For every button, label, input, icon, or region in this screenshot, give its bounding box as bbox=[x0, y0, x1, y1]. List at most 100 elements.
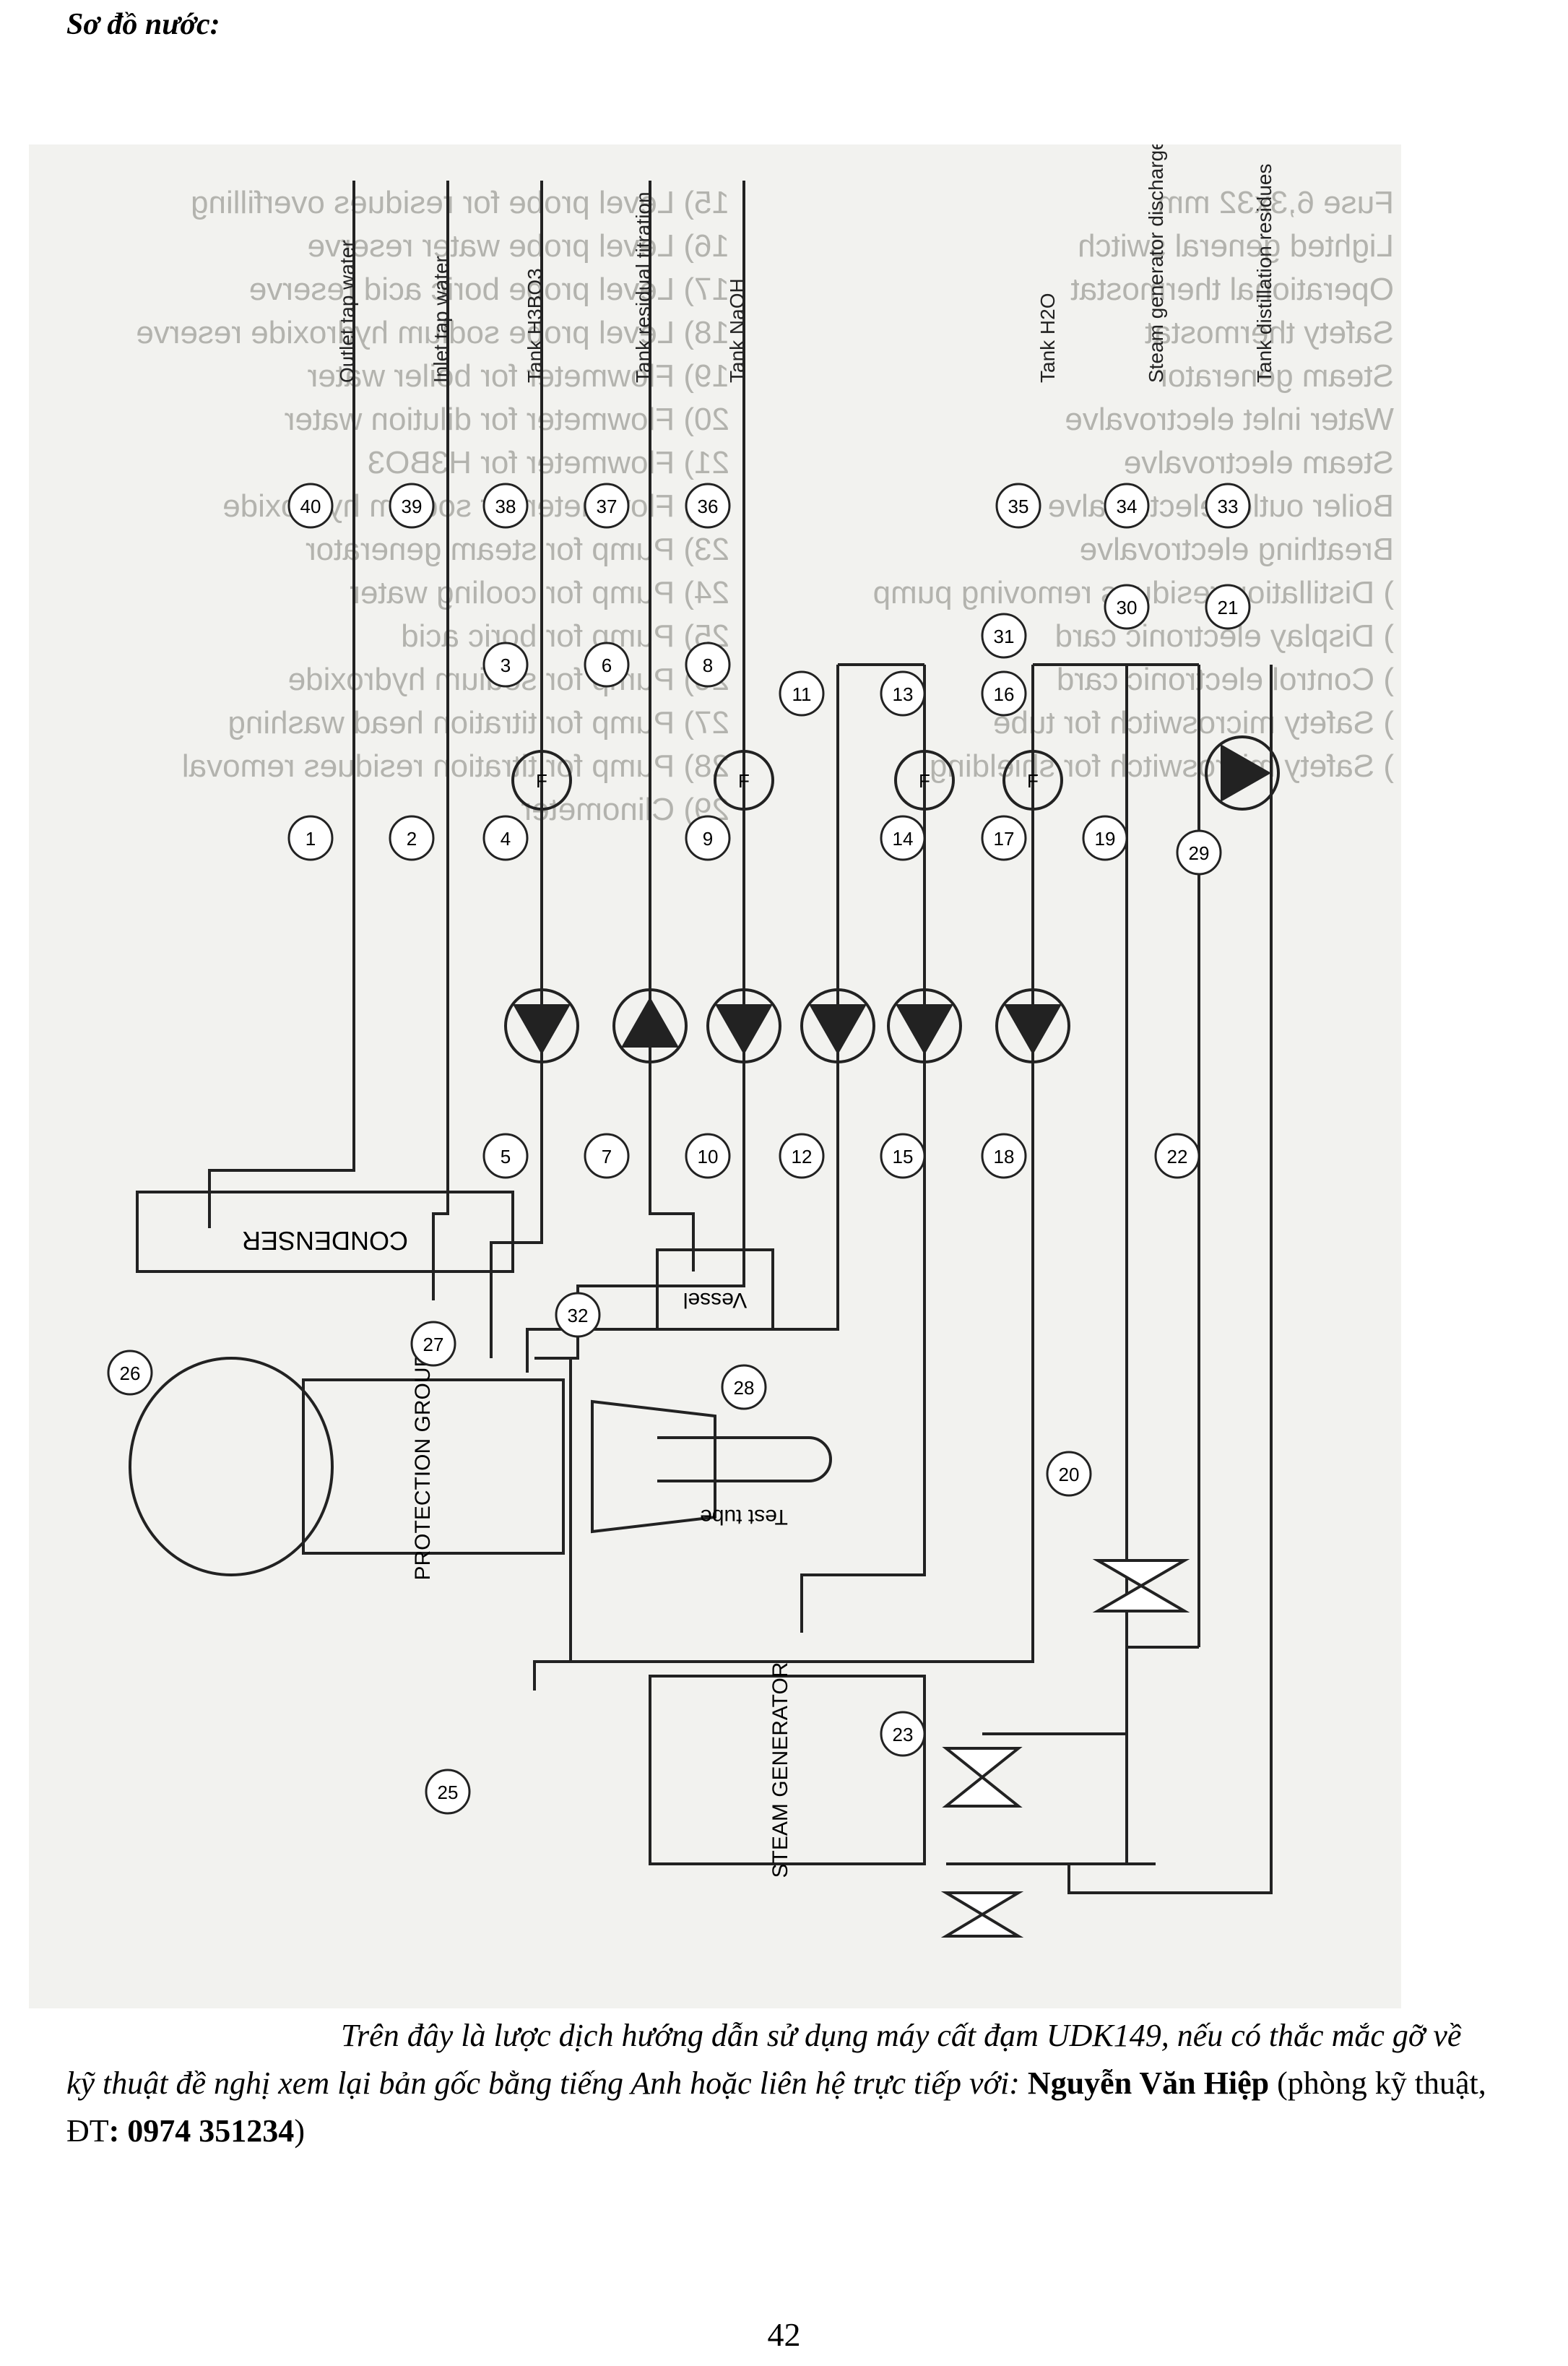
bg-list-item: 27) Pump for titration head washing bbox=[228, 705, 729, 741]
svg-text:33: 33 bbox=[1218, 496, 1239, 517]
callout-35: 35 bbox=[995, 483, 1041, 529]
bg-list-item: 20) Flowmeter for dilution water bbox=[285, 402, 729, 437]
callout-1: 1 bbox=[287, 815, 334, 861]
svg-text:18: 18 bbox=[994, 1146, 1015, 1167]
svg-text:31: 31 bbox=[994, 626, 1015, 647]
callout-numbers: 40 39 38 37 36 35 34 33 3 6 8 11 13 16 3… bbox=[107, 483, 1251, 1815]
callout-39: 39 bbox=[389, 483, 435, 529]
callout-2: 2 bbox=[389, 815, 435, 861]
bg-list-item: ) Safety microswitch for shielding bbox=[930, 748, 1394, 784]
bg-list-item: 15) Level probe for residues overfilling bbox=[191, 185, 729, 220]
caption-paragraph: Trên đây là lược dịch hướng dẫn sử dụng … bbox=[66, 2012, 1496, 2155]
tank-label: Tank H2O bbox=[1036, 293, 1059, 384]
svg-text:22: 22 bbox=[1167, 1146, 1188, 1167]
svg-text:CONDENSER: CONDENSER bbox=[242, 1226, 408, 1256]
callout-34: 34 bbox=[1104, 483, 1150, 529]
callout-5: 5 bbox=[482, 1133, 529, 1179]
svg-text:20: 20 bbox=[1059, 1464, 1080, 1485]
svg-text:37: 37 bbox=[597, 496, 618, 517]
callout-28: 28 bbox=[721, 1364, 767, 1410]
tank-label: Tank residual titration bbox=[632, 191, 654, 383]
svg-text:Test tube: Test tube bbox=[700, 1505, 788, 1529]
tank-label: Tank distillation residues bbox=[1253, 164, 1275, 384]
svg-text:26: 26 bbox=[120, 1363, 141, 1384]
svg-text:32: 32 bbox=[568, 1305, 589, 1326]
svg-text:29: 29 bbox=[1189, 842, 1210, 864]
bg-list-item: 21) Flowmeter for H3BO3 bbox=[368, 445, 729, 480]
svg-text:19: 19 bbox=[1095, 828, 1116, 850]
caption-end: ) bbox=[294, 2113, 305, 2149]
flowmeters: F F F F bbox=[511, 750, 1063, 811]
bg-list-item: 17) Level probe boric acid reserve bbox=[249, 272, 729, 307]
callout-3: 3 bbox=[482, 642, 529, 688]
distillation-flask bbox=[129, 1357, 334, 1576]
background-list: 15) Level probe for residues overfilling… bbox=[136, 185, 1394, 827]
svg-text:4: 4 bbox=[501, 828, 511, 850]
page-heading: Sơ đồ nước: bbox=[66, 8, 220, 41]
callout-20: 20 bbox=[1046, 1451, 1092, 1497]
svg-text:F: F bbox=[1027, 770, 1039, 792]
svg-text:11: 11 bbox=[792, 683, 812, 705]
pipes bbox=[208, 181, 1273, 1894]
bg-list-item: Lighted general switch bbox=[1078, 228, 1394, 264]
bg-list-item: 28) Pump for titration residues removal bbox=[182, 748, 729, 784]
svg-text:25: 25 bbox=[438, 1782, 459, 1803]
svg-text:STEAM GENERATOR: STEAM GENERATOR bbox=[768, 1662, 792, 1878]
tank-label: Tank NaOH bbox=[726, 278, 748, 383]
page-number: 42 bbox=[767, 2316, 801, 2353]
callout-12: 12 bbox=[779, 1133, 825, 1179]
valves bbox=[940, 1559, 1190, 1938]
callout-17: 17 bbox=[981, 815, 1027, 861]
bg-list-item: Steam electrovalve bbox=[1124, 445, 1394, 480]
svg-text:34: 34 bbox=[1117, 496, 1138, 517]
callout-21: 21 bbox=[1205, 584, 1251, 630]
bg-list-item: Fuse 6,3x32 mm bbox=[1157, 185, 1394, 220]
caption-text: Trên đây là lược dịch hướng dẫn sử dụng … bbox=[66, 2018, 1462, 2101]
callout-18: 18 bbox=[981, 1133, 1027, 1179]
svg-text:PROTECTION GROUP: PROTECTION GROUP bbox=[411, 1352, 435, 1580]
tank-label: Inlet tap water bbox=[430, 256, 452, 383]
callout-37: 37 bbox=[584, 483, 630, 529]
steam-generator: STEAM GENERATOR bbox=[649, 1662, 926, 1878]
callout-13: 13 bbox=[880, 670, 926, 717]
bg-list-item: Breathing electrovalve bbox=[1080, 532, 1394, 567]
svg-text:27: 27 bbox=[423, 1334, 444, 1355]
svg-text:13: 13 bbox=[893, 683, 914, 705]
callout-10: 10 bbox=[685, 1133, 731, 1179]
callout-11: 11 bbox=[779, 670, 825, 717]
svg-text:16: 16 bbox=[994, 683, 1015, 705]
contact-name: Nguyễn Văn Hiệp bbox=[1027, 2065, 1270, 2101]
svg-text:14: 14 bbox=[893, 828, 914, 850]
svg-text:F: F bbox=[536, 770, 547, 792]
svg-text:10: 10 bbox=[698, 1146, 719, 1167]
svg-text:3: 3 bbox=[501, 655, 511, 676]
callout-23: 23 bbox=[880, 1711, 926, 1757]
svg-text:40: 40 bbox=[300, 496, 321, 517]
water-diagram-scan: 15) Level probe for residues overfilling… bbox=[29, 144, 1401, 2008]
callout-14: 14 bbox=[880, 815, 926, 861]
svg-text:21: 21 bbox=[1218, 597, 1239, 618]
svg-text:9: 9 bbox=[703, 828, 713, 850]
callout-8: 8 bbox=[685, 642, 731, 688]
pumps bbox=[504, 735, 1280, 1063]
tank-label: Outlet tap water bbox=[336, 240, 358, 383]
svg-text:F: F bbox=[738, 770, 750, 792]
bg-list-item: Water inlet electrovalve bbox=[1065, 402, 1394, 437]
svg-text:30: 30 bbox=[1117, 597, 1138, 618]
callout-7: 7 bbox=[584, 1133, 630, 1179]
bg-list-item: ) Safety microswitch for tube bbox=[993, 705, 1394, 741]
callout-38: 38 bbox=[482, 483, 529, 529]
test-tube: Test tube bbox=[657, 1436, 832, 1529]
svg-text:F: F bbox=[919, 770, 930, 792]
bg-list-item: 19) Flowmeter for boiler water bbox=[308, 358, 729, 394]
svg-text:36: 36 bbox=[698, 496, 719, 517]
callout-22: 22 bbox=[1154, 1133, 1200, 1179]
callout-29: 29 bbox=[1176, 829, 1222, 876]
callout-16: 16 bbox=[981, 670, 1027, 717]
bg-list-item: ) Control electronic card bbox=[1057, 662, 1394, 697]
svg-text:23: 23 bbox=[893, 1724, 914, 1745]
svg-text:7: 7 bbox=[602, 1146, 612, 1167]
svg-text:8: 8 bbox=[703, 655, 713, 676]
svg-text:2: 2 bbox=[407, 828, 417, 850]
bg-list-item: Safety thermostat bbox=[1145, 315, 1394, 350]
